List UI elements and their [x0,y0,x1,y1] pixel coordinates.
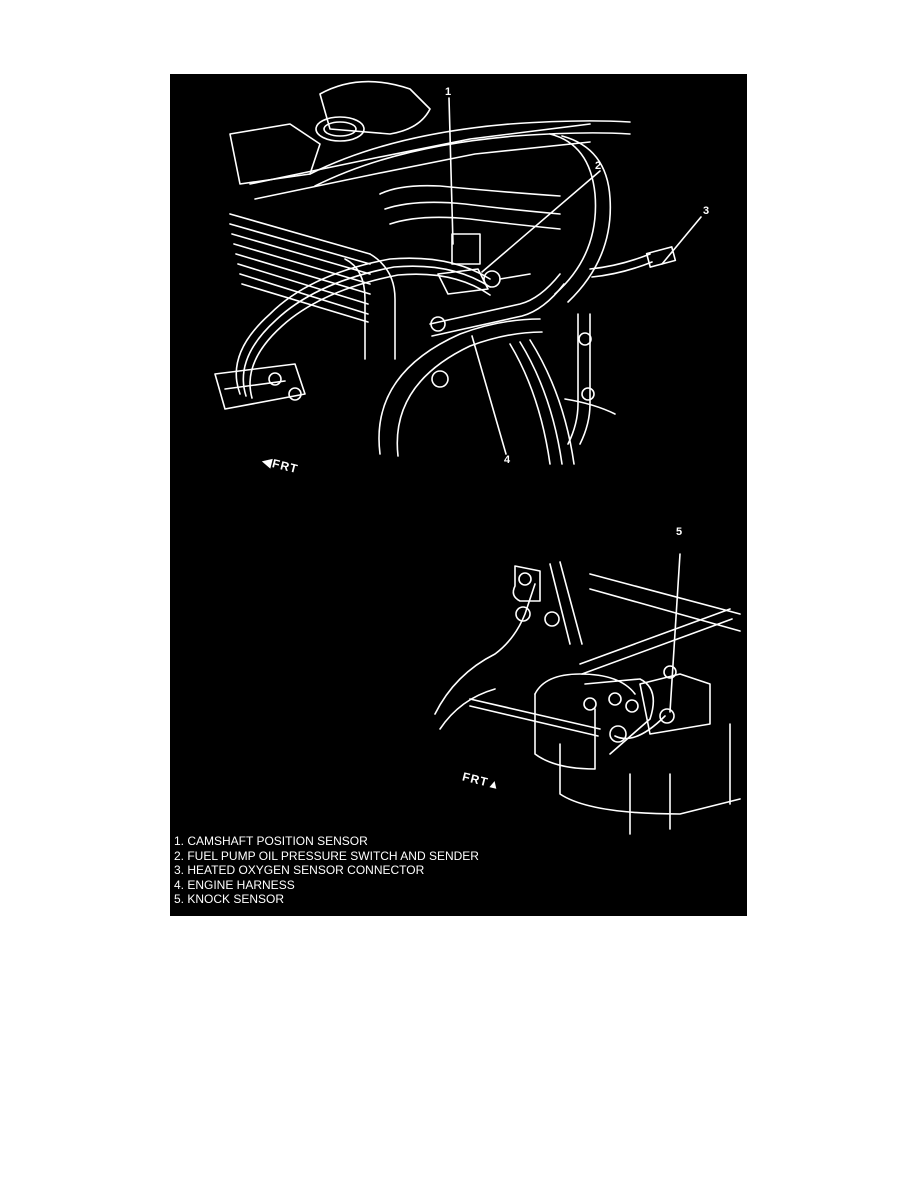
callout-1: 1 [445,86,452,98]
callout-4: 4 [504,454,511,466]
upper-engine-illustration [214,80,702,465]
diagram-panel: 1 2 3 4 5 ◀FRT FRT▲ 1. CAMSHAFT POSITION… [170,74,747,916]
callout-5: 5 [676,526,683,538]
legend-item: 3. HEATED OXYGEN SENSOR CONNECTOR [174,863,425,877]
callout-3: 3 [703,205,710,217]
legend-item: 4. ENGINE HARNESS [174,877,295,892]
legend-item: 1. CAMSHAFT POSITION SENSOR [174,834,368,848]
legend-item: 5. KNOCK SENSOR [174,892,285,906]
lower-engine-illustration [434,553,741,835]
callout-2: 2 [595,160,602,172]
legend-item: 2. FUEL PUMP OIL PRESSURE SWITCH AND SEN… [174,848,479,863]
legend: 1. CAMSHAFT POSITION SENSOR 2. FUEL PUMP… [174,834,479,907]
